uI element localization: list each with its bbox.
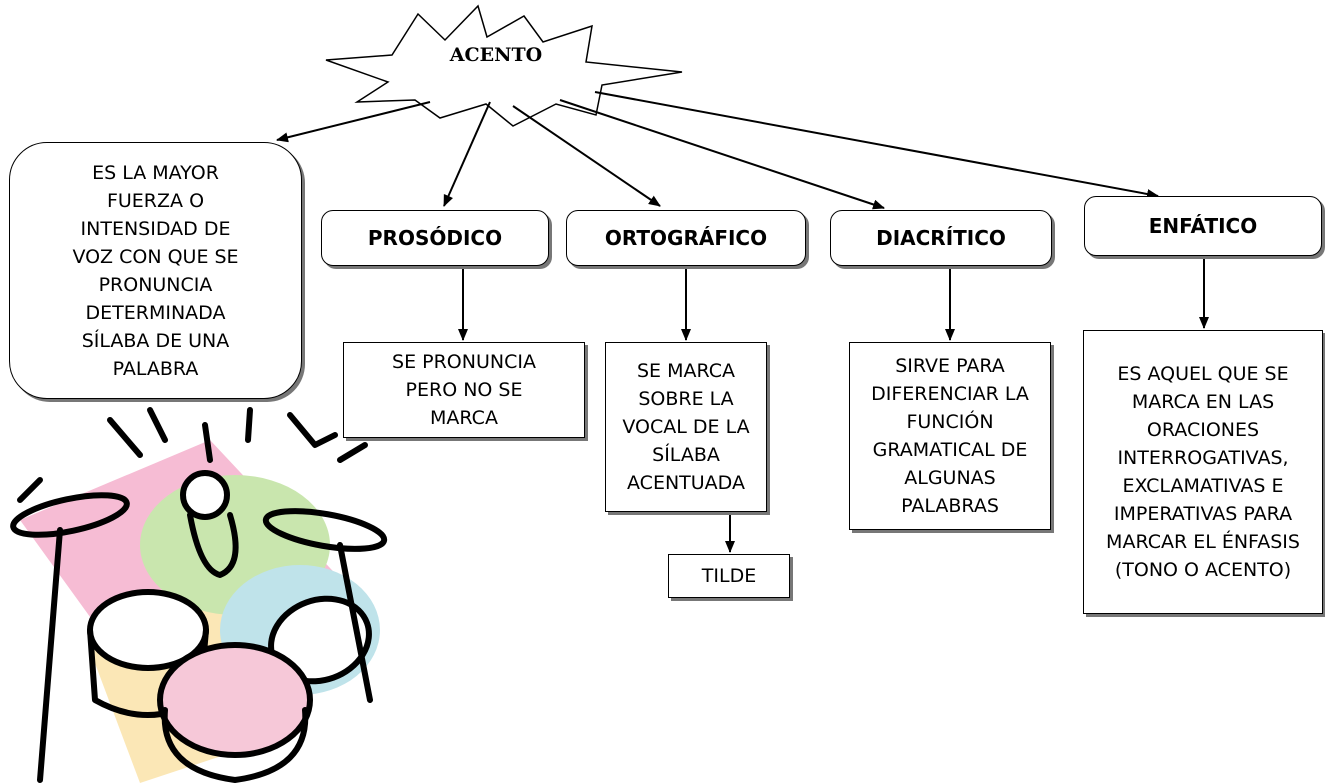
arrow-to-diacritico [559,99,885,210]
category-label: ORTOGRÁFICO [604,226,768,250]
definition-box: ES LA MAYOR FUERZA O INTENSIDAD DE VOZ C… [9,142,302,399]
description-ortografico: SE MARCA SOBRE LA VOCAL DE LA SÍLABA ACE… [605,342,767,512]
arrow-to-ortografico [512,105,661,207]
description-text: ES AQUEL QUE SE MARCA EN LAS ORACIONES I… [1106,363,1300,581]
category-label: DIACRÍTICO [876,226,1006,250]
category-ortografico: ORTOGRÁFICO [566,210,806,266]
description-enfatico: ES AQUEL QUE SE MARCA EN LAS ORACIONES I… [1083,330,1323,614]
tilde-label: TILDE [701,565,757,587]
drum-kit-icon [10,407,388,783]
category-prosodico: PROSÓDICO [321,210,549,266]
arrow-to-enfatico [594,91,1159,199]
clipart-drums [10,407,388,783]
definition-text: ES LA MAYOR FUERZA O INTENSIDAD DE VOZ C… [72,161,239,380]
category-enfatico: ENFÁTICO [1084,196,1322,256]
category-label: PROSÓDICO [367,226,503,250]
category-label: ENFÁTICO [1148,214,1258,238]
description-text: SIRVE PARA DIFERENCIAR LA FUNCIÓN GRAMAT… [871,355,1029,517]
root-burst-shape [325,4,683,127]
tilde-box: TILDE [668,554,790,598]
description-prosodico: SE PRONUNCIA PERO NO SE MARCA [343,342,585,438]
category-diacritico: DIACRÍTICO [830,210,1052,266]
arrow-to-prosodico [443,101,491,207]
root-label: ACENTO [449,44,543,66]
description-diacritico: SIRVE PARA DIFERENCIAR LA FUNCIÓN GRAMAT… [849,342,1051,530]
description-text: SE MARCA SOBRE LA VOCAL DE LA SÍLABA ACE… [622,360,750,494]
arrow-to-definition [276,101,431,143]
description-text: SE PRONUNCIA PERO NO SE MARCA [392,351,536,429]
